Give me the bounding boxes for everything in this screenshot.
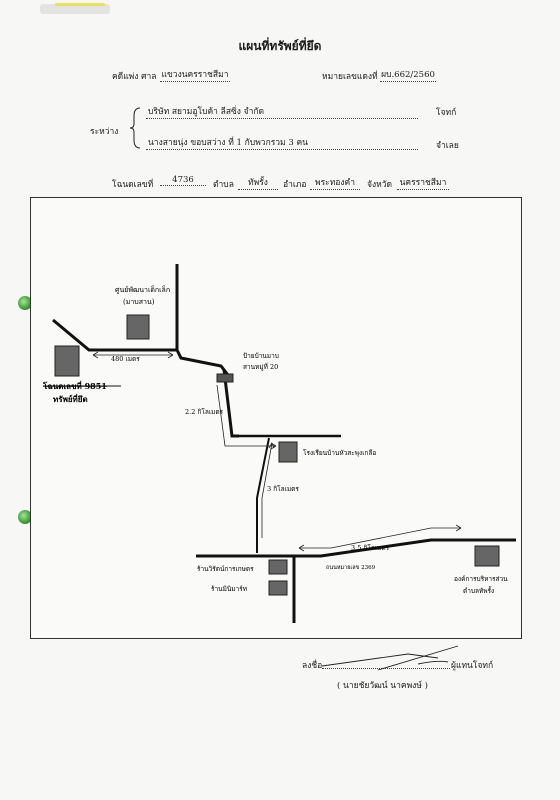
label-seized-property: ทรัพย์ที่ยึด: [53, 393, 88, 404]
label-childcare-sub: (มาบสาน): [123, 298, 155, 306]
subdistrict: ทัพรั้ง: [238, 175, 278, 190]
label-road-2369: ถนนหมายเลข 2369: [326, 565, 376, 571]
case-no-label: หมายเลขแดงที่: [322, 72, 378, 82]
label-school: โรงเรียนบ้านหัวสะพุงเกลือ: [303, 449, 376, 457]
top-tape: [55, 3, 105, 6]
top-smudge: [40, 4, 110, 14]
defendant-label: จำเลย: [436, 141, 459, 151]
arrow-35: [299, 527, 461, 549]
map-drawing: ศูนย์พัฒนาเด็กเล็ก (มาบสาน) 480 เมตร ป้า…: [42, 264, 516, 623]
sign-line: [322, 668, 450, 669]
village-sign-marker: [216, 373, 234, 383]
punch-hole-lower: [18, 510, 32, 524]
court-label: คดีแพ่ง ศาล: [112, 72, 157, 82]
childcare-building: [126, 314, 150, 340]
label-3: 3 กิโลเมตร: [267, 485, 299, 493]
signer-name: ( นายชัยวัฒน์ นาคพงษ์ ): [337, 681, 428, 691]
label-shop-2: ร้านมินิมาร์ท: [211, 585, 247, 593]
label-village-sign-1: ป้ายบ้านมาบ: [243, 352, 279, 360]
page-title: แผนที่ทรัพย์ที่ยึด: [238, 39, 322, 53]
district: พระทองคำ: [310, 175, 360, 190]
shop-1-building: [268, 559, 288, 575]
label-village-sign-2: สานหมู่ที่ 20: [243, 362, 278, 371]
arrow-22: [216, 384, 276, 447]
label-480: 480 เมตร: [111, 355, 140, 363]
sao-building: [474, 545, 500, 567]
subdistrict-label: ตำบล: [213, 180, 234, 190]
school-building: [278, 441, 298, 463]
label-shop-1: ร้านวิรัตน์การเกษตร: [197, 565, 254, 573]
arrow-3: [261, 442, 273, 538]
rep-label: ผู้แทนโจทก์: [451, 661, 494, 671]
district-label: อำเภอ: [283, 180, 307, 190]
label-sao-2: ตำบลทัพรั้ง: [463, 586, 494, 595]
shop-2-building: [268, 580, 288, 596]
plaintiff-name: บริษัท สยามอูโบค้า ลีสซิ่ง จำกัด: [146, 104, 418, 119]
label-22: 2.2 กิโลเมตร: [185, 408, 224, 416]
defendant-name: นางสายนุ่ง ขอบสว่าง ที่ 1 กับพวกรวม 3 คน: [146, 135, 418, 150]
between-brace: [129, 107, 141, 149]
plaintiff-label: โจทก์: [436, 108, 457, 118]
road-upper: [52, 318, 230, 376]
label-35: 3.5 กิโลเมตร: [351, 544, 390, 552]
province: นครราชสีมา: [397, 175, 449, 190]
road-vertical: [256, 437, 270, 553]
signature-scribble: [321, 645, 459, 671]
road-2369: [196, 538, 516, 558]
seized-property-building: [54, 345, 80, 377]
deed-no: 4736: [160, 175, 206, 186]
label-childcare: ศูนย์พัฒนาเด็กเล็ก: [115, 285, 170, 294]
punch-hole-upper: [18, 296, 32, 310]
label-sao-1: องค์การบริหารส่วน: [454, 575, 508, 583]
case-no: ผบ.662/2560: [380, 67, 436, 82]
province-label: จังหวัด: [367, 180, 393, 190]
property-map: ศูนย์พัฒนาเด็กเล็ก (มาบสาน) 480 เมตร ป้า…: [30, 197, 522, 639]
sign-label: ลงชื่อ: [302, 661, 323, 671]
deed-label: โฉนดเลขที่: [112, 180, 154, 190]
court-name: แขวงนครราชสีมา: [160, 67, 230, 82]
between-label: ระหว่าง: [90, 127, 119, 137]
